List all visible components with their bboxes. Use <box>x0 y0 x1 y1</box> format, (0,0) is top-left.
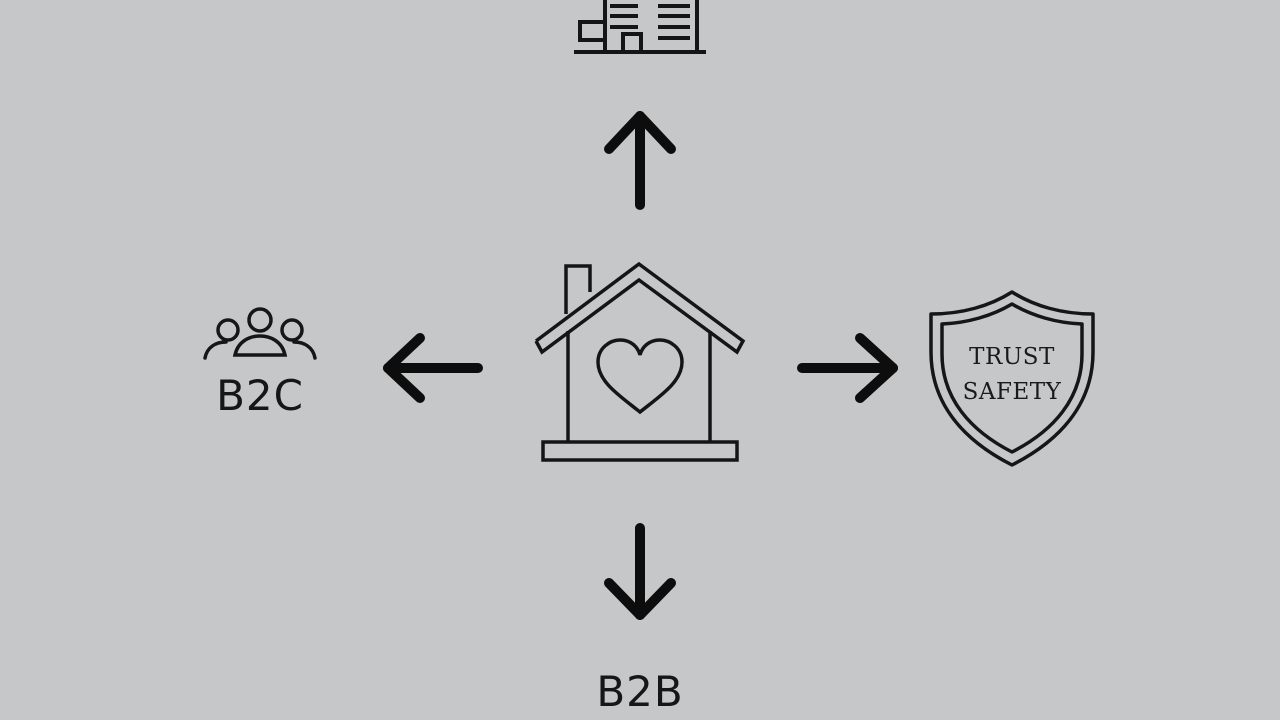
arrow-down-icon <box>604 523 676 620</box>
house-heart-icon <box>534 261 746 462</box>
shield-text-line2: SAFETY <box>963 379 1062 405</box>
office-building-icon <box>574 0 706 54</box>
shield-text-line1: TRUST <box>969 344 1055 370</box>
arrow-up-icon <box>604 111 676 210</box>
people-group-icon <box>203 307 317 360</box>
b2c-label: B2C <box>216 371 304 420</box>
arrow-right-icon <box>797 333 898 403</box>
arrow-left-icon <box>383 333 483 403</box>
shield-icon <box>929 290 1095 467</box>
b2b-label: B2B <box>596 667 684 716</box>
